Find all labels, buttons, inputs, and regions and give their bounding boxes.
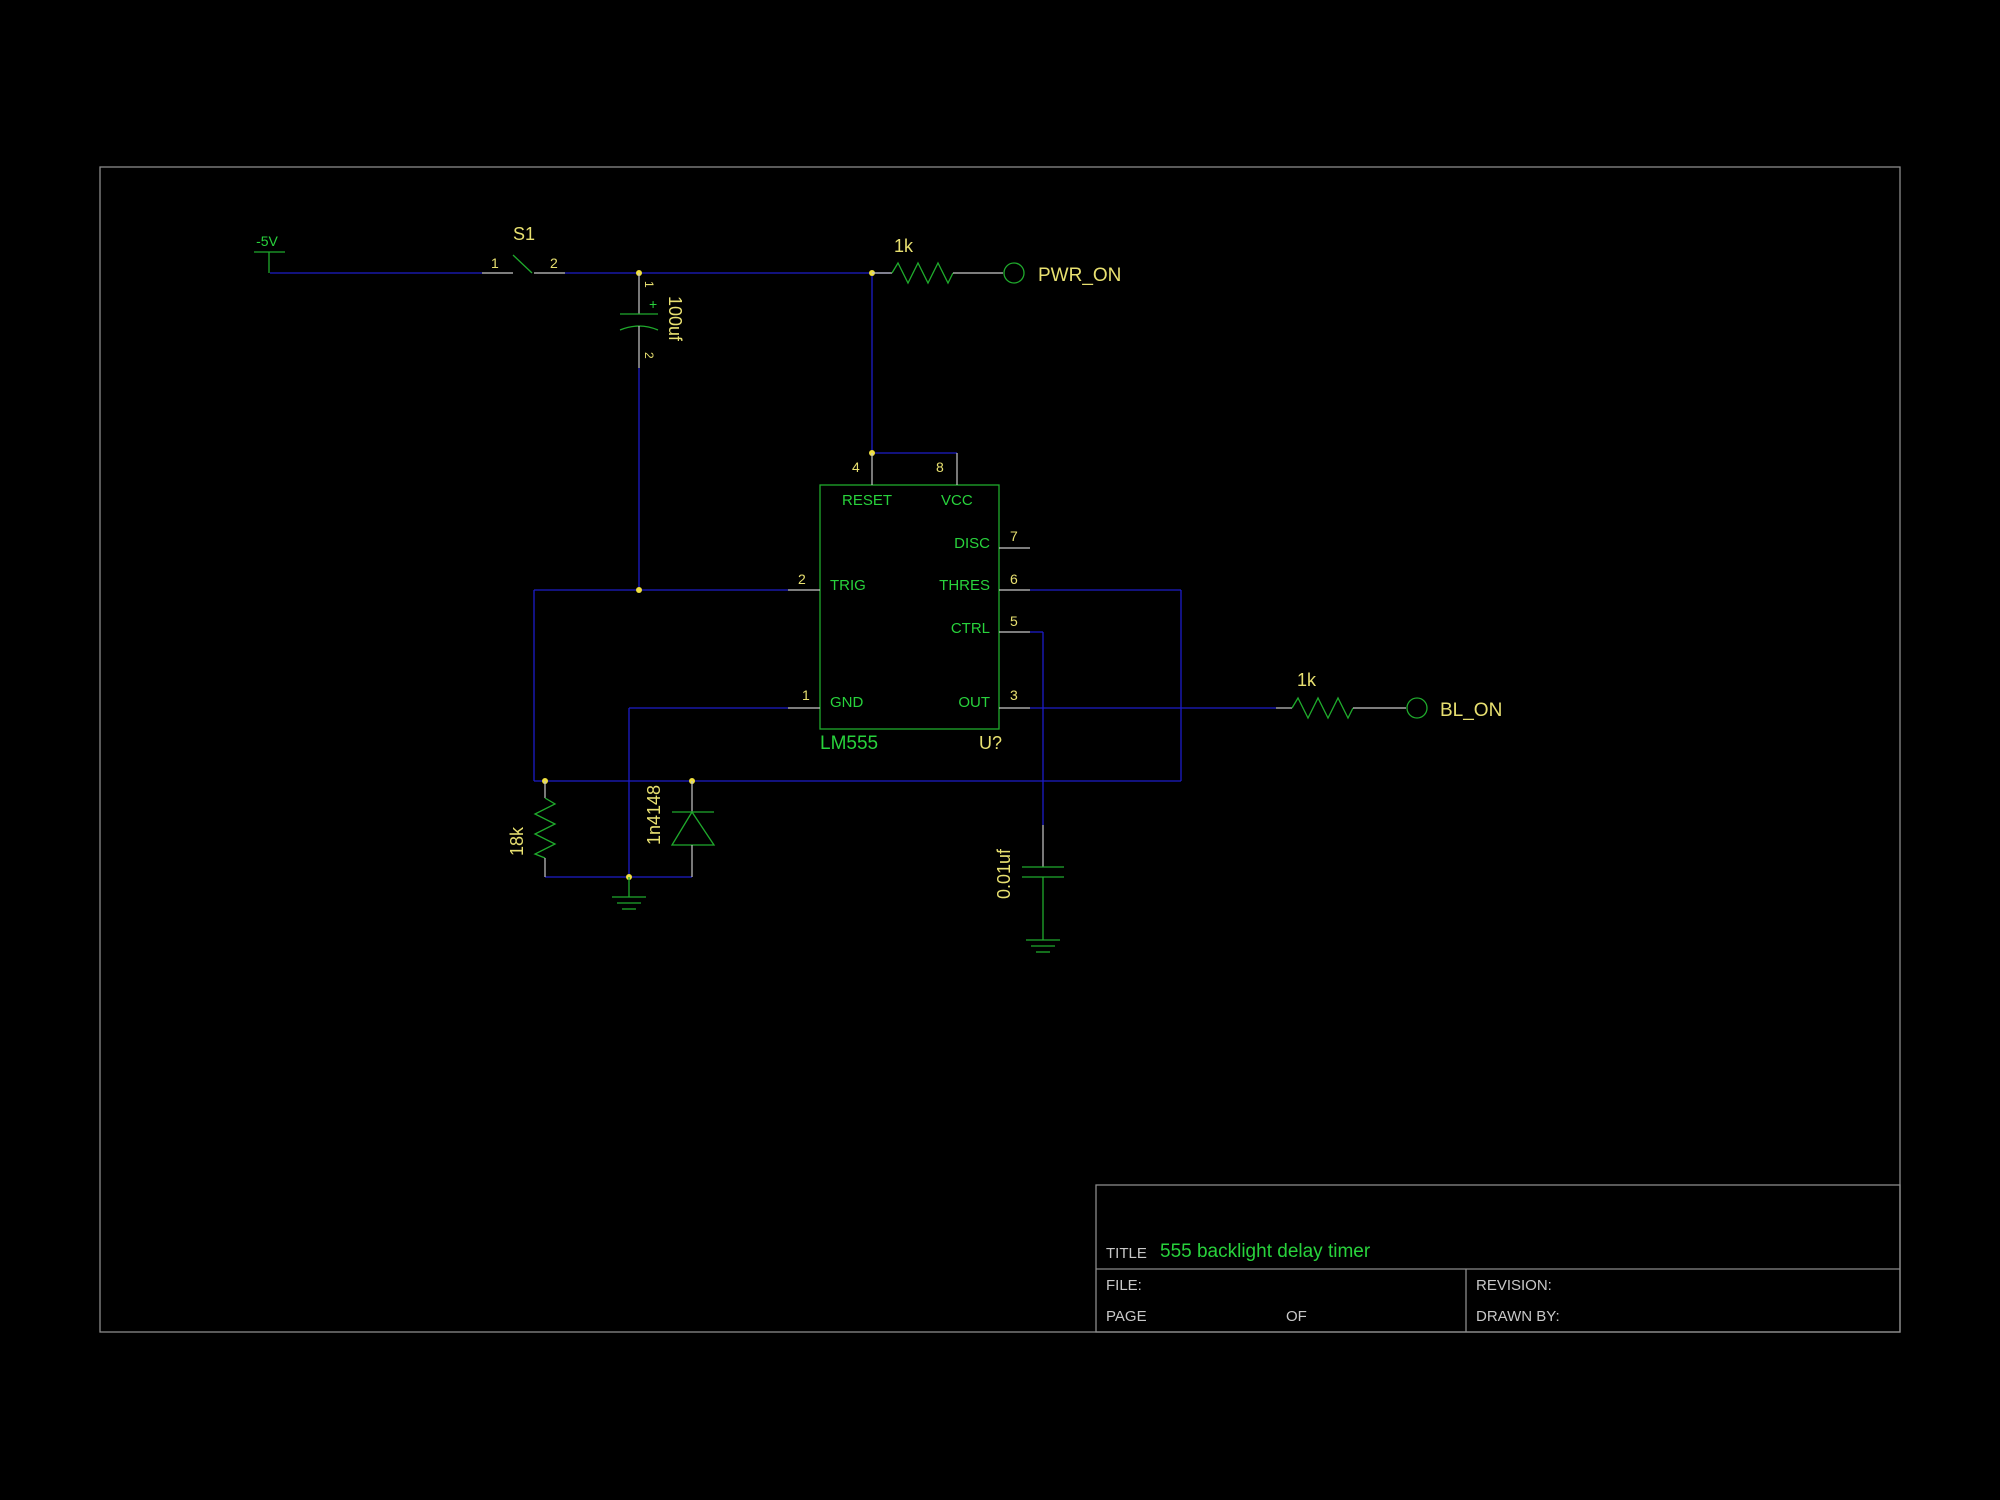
ic-pin2-num: 2 [798,571,806,587]
ic-pin-trig-name: TRIG [830,577,866,594]
switch-lever [512,254,533,274]
switch-ref: S1 [513,224,535,244]
cap-value: 100uf [665,296,685,342]
port-bl-on[interactable]: BL_ON [1406,697,1502,721]
ic-pin-thres-name: THRES [939,577,990,594]
ic-part-name: LM555 [820,733,878,754]
page-label: PAGE [1106,1308,1147,1325]
title-block-box [1095,1184,1901,1333]
ic-pin5-num: 5 [1010,613,1018,629]
diode-1n4148[interactable]: 1n4148 [644,781,716,877]
ic-lm555[interactable]: 4 8 7 2 6 5 1 3 RESET VCC DISC TRIG THRE… [788,453,1030,754]
power-label: -5V [256,233,278,249]
ic-pin8-num: 8 [936,459,944,475]
resistor-bl-1k[interactable]: 1k [1276,670,1406,720]
ic-body [819,484,1000,730]
capacitor-001uf[interactable]: 0.01uf [994,825,1064,953]
title-block: TITLE 555 backlight delay timer FILE: PA… [1095,1184,1901,1333]
ic-pin7-num: 7 [1010,528,1018,544]
cap2-value: 0.01uf [994,848,1014,899]
power-neg5v[interactable]: -5V [254,233,285,273]
port-bl-label: BL_ON [1440,700,1502,721]
ic-pin-reset-name: RESET [842,492,892,509]
cap-plus-sign: + [649,296,657,312]
junction-dot [636,587,642,593]
ic-pin-ctrl-name: CTRL [951,620,990,637]
res-pwr-zigzag [891,261,954,285]
res-pwr-value: 1k [894,236,914,256]
ic-pin-out-name: OUT [958,694,990,711]
res-18k-value: 18k [507,826,527,856]
res-bl-zigzag [1291,696,1354,720]
ic-pin-vcc-name: VCC [941,492,973,509]
switch-pin1-num: 1 [491,255,499,271]
switch-pin2-num: 2 [550,255,558,271]
of-label: OF [1286,1308,1307,1325]
diode-value: 1n4148 [644,785,664,845]
resistor-pwr-1k[interactable]: 1k [872,236,1003,285]
port-pwr-label: PWR_ON [1038,265,1121,286]
ic-ref: U? [979,733,1002,753]
drawing-frame [99,166,1901,1333]
ic-pin-gnd-name: GND [830,694,864,711]
junctions [542,270,875,880]
title-label: TITLE [1106,1245,1147,1262]
capacitor-100uf[interactable]: + 1 2 100uf [619,273,685,368]
ic-pin-disc-name: DISC [954,535,990,552]
res-18k-zigzag [533,797,557,859]
ic-pin3-num: 3 [1010,687,1018,703]
diode-triangle [670,810,716,846]
port-pwr-circle [1003,262,1025,284]
ic-pin4-num: 4 [852,459,860,475]
cap-pin2-num: 2 [642,352,656,359]
ic-pin1-num: 1 [802,687,810,703]
title-value: 555 backlight delay timer [1160,1241,1371,1262]
port-bl-circle [1406,697,1428,719]
port-pwr-on[interactable]: PWR_ON [1003,262,1121,286]
cap-pin1-num: 1 [642,281,656,288]
switch-s1[interactable]: S1 1 2 [482,224,565,274]
revision-label: REVISION: [1476,1277,1552,1294]
ground-symbol-left [612,877,646,910]
file-label: FILE: [1106,1277,1142,1294]
wires [270,272,1276,878]
drawn-by-label: DRAWN BY: [1476,1308,1560,1325]
res-bl-value: 1k [1297,670,1317,690]
ic-pin6-num: 6 [1010,571,1018,587]
resistor-18k[interactable]: 18k [507,781,557,877]
